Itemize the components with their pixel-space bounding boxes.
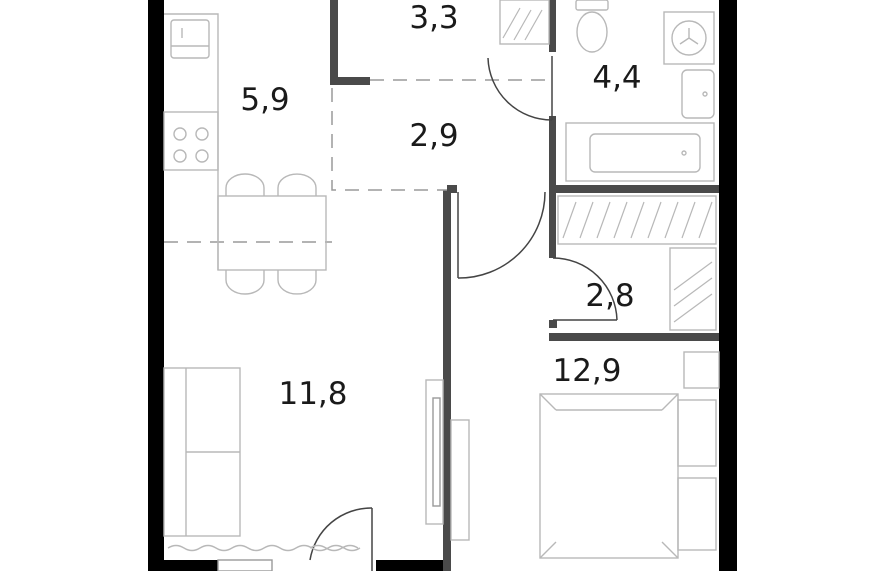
kitchen-counter xyxy=(164,13,219,270)
wall-bath-lower xyxy=(549,116,556,190)
washing-machine-icon xyxy=(663,11,715,65)
stove-burner xyxy=(173,127,187,141)
bedroom-furniture xyxy=(539,351,720,559)
chair-icon xyxy=(225,270,265,295)
bed-icon xyxy=(539,393,679,559)
wardrobe-hatch xyxy=(524,9,543,41)
wardrobe-hatch xyxy=(513,9,532,41)
outer-walls xyxy=(148,0,737,571)
radiator-icon xyxy=(309,544,359,552)
shelf-hatch xyxy=(596,201,611,239)
wall-wardrobe-door-post xyxy=(549,320,557,328)
shelf-hatch xyxy=(673,293,713,323)
shelf-hatch xyxy=(698,201,713,239)
shelf-hatch xyxy=(673,261,713,291)
wall-wardrobe-bottom xyxy=(549,333,719,341)
chair-icon xyxy=(225,173,265,196)
wardrobe-storage xyxy=(557,195,717,331)
toilet-icon xyxy=(576,11,608,53)
area-labels: 3,3 4,4 5,9 2,9 2,8 12,9 11,8 xyxy=(240,0,641,412)
washing-machine-drum xyxy=(671,20,707,56)
kitchen-fixtures xyxy=(163,13,327,295)
wall-bath-upper xyxy=(549,0,556,52)
entrance-threshold xyxy=(217,559,273,571)
area-label-bedroom: 12,9 xyxy=(552,353,621,389)
wall-hall-left xyxy=(330,0,338,84)
bathroom-fixtures xyxy=(565,0,715,182)
shelf-hatch xyxy=(664,201,679,239)
wardrobe-shelf-top-icon xyxy=(557,195,717,245)
outer-wall-left xyxy=(148,0,164,571)
washing-machine-rotor xyxy=(679,28,699,45)
stove-burner xyxy=(195,127,209,141)
shelf-hatch xyxy=(613,201,628,239)
inner-walls xyxy=(330,0,719,571)
wall-living-right xyxy=(443,190,451,571)
outer-wall-bottom-left xyxy=(148,560,218,571)
bed-blanket-corners xyxy=(539,393,679,559)
entrance-door-swing xyxy=(309,507,373,561)
bathtub-icon xyxy=(565,122,715,182)
toilet-tank xyxy=(575,0,609,11)
wall-hall-stub xyxy=(330,77,370,85)
shelf-hatch xyxy=(681,201,696,239)
tv-stand-icon xyxy=(425,379,444,525)
chair-icon xyxy=(277,270,317,295)
shelf-hatch xyxy=(562,201,577,239)
shelf-hatch xyxy=(647,201,662,239)
bathtub-basin xyxy=(589,133,701,173)
wall-bath-bottom xyxy=(549,185,719,193)
wall-corridor-stub xyxy=(447,185,457,193)
zone-boundaries xyxy=(164,79,549,243)
bathtub-drain xyxy=(681,150,687,156)
outer-wall-bottom-mid xyxy=(376,560,450,571)
hall-wardrobe xyxy=(499,0,550,45)
area-label-corridor: 2,9 xyxy=(409,118,458,154)
living-furniture xyxy=(163,367,470,552)
kitchen-sink-icon xyxy=(170,19,210,59)
washbasin-icon xyxy=(681,69,715,119)
area-label-wardrobe: 2,8 xyxy=(585,278,634,314)
pillow-icon xyxy=(677,477,717,551)
stove-burner xyxy=(195,149,209,163)
wardrobe-shelf-side-icon xyxy=(669,247,717,331)
wall-shelf-icon xyxy=(450,419,470,541)
chair-icon xyxy=(277,173,317,196)
area-label-bathroom: 4,4 xyxy=(592,60,641,96)
dining-table-icon xyxy=(217,195,327,271)
pillow-icon xyxy=(677,399,717,467)
hall-wardrobe-icon xyxy=(499,0,550,45)
kitchen-stove-icon xyxy=(163,111,219,171)
stove-burner xyxy=(173,149,187,163)
area-label-living-room: 11,8 xyxy=(278,376,347,412)
area-label-kitchen: 5,9 xyxy=(240,82,289,118)
corridor-door-swing xyxy=(457,191,546,279)
dashed-corridor-boundary xyxy=(331,88,447,191)
doors xyxy=(217,56,618,571)
bathroom-door-swing xyxy=(487,57,553,121)
shelf-hatch xyxy=(673,277,713,307)
wardrobe-hatch xyxy=(502,7,521,39)
shelf-hatch xyxy=(630,201,645,239)
washbasin-drain xyxy=(702,91,708,97)
wardrobe-door-swing xyxy=(552,257,618,321)
wall-wardrobe-left xyxy=(549,190,556,258)
radiator-icon xyxy=(167,544,361,552)
tv-icon xyxy=(432,397,441,507)
area-label-hall-top: 3,3 xyxy=(409,0,458,36)
outer-wall-right xyxy=(719,0,737,571)
nightstand-icon xyxy=(683,351,720,389)
shelf-hatch xyxy=(579,201,594,239)
